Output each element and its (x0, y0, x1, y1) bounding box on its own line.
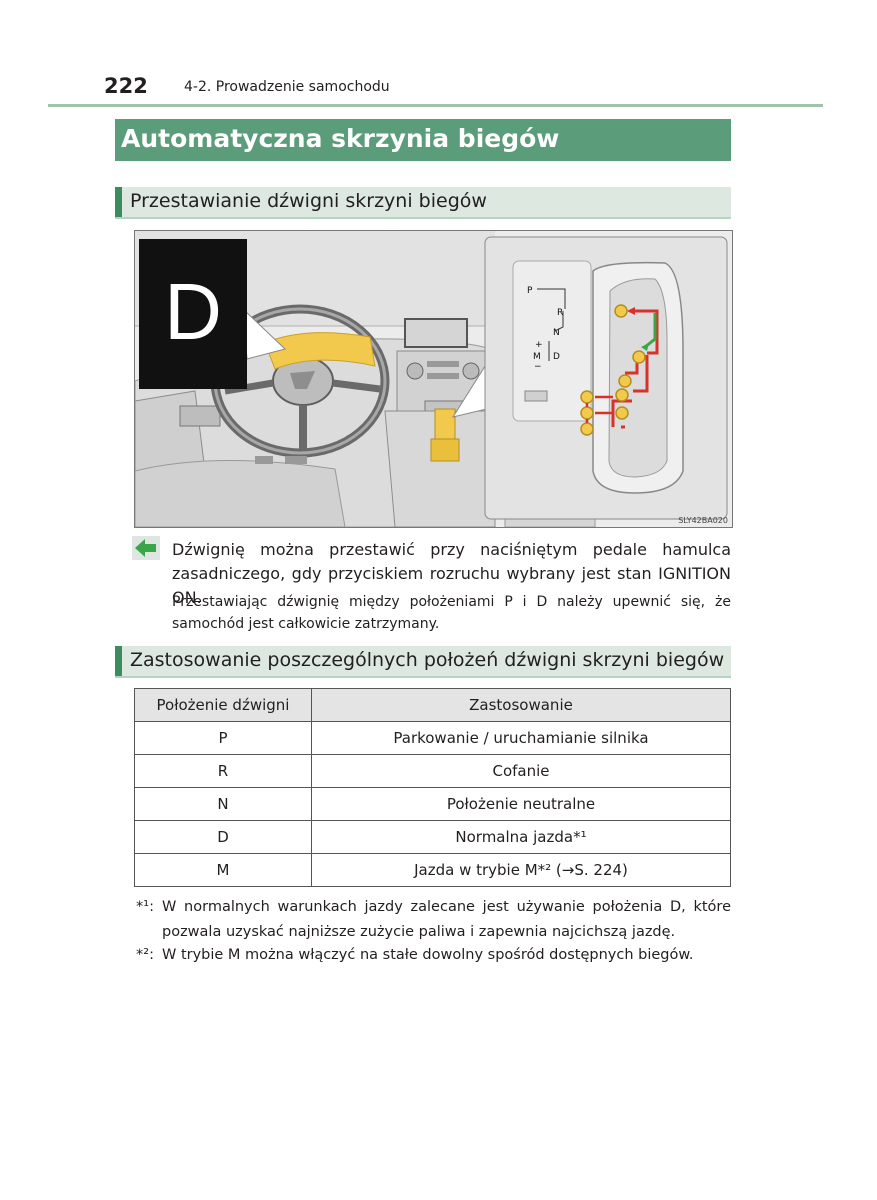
page-title: Automatyczna skrzynia biegów (121, 124, 560, 153)
table-row: N Położenie neutralne (134, 787, 731, 821)
footnote-2: *²: W trybie M można włączyć na stałe do… (136, 943, 731, 968)
section-heading-positions: Zastosowanie poszczególnych położeń dźwi… (115, 646, 731, 678)
svg-text:P: P (527, 286, 533, 296)
position-cell: M (134, 853, 312, 887)
caution-text: Przestawiając dźwignię między położeniam… (172, 594, 731, 632)
table-row: R Cofanie (134, 754, 731, 788)
position-cell: P (134, 721, 312, 755)
use-cell: Położenie neutralne (311, 787, 731, 821)
table-header-row: Położenie dźwigni Zastosowanie (134, 688, 731, 722)
use-cell: Normalna jazda*¹ (311, 820, 731, 854)
footnote-mark: *¹: (136, 899, 154, 915)
shift-lever-figure: D P R N + M − D (134, 230, 733, 528)
section-accent (115, 187, 122, 217)
position-cell: N (134, 787, 312, 821)
zoom-letter: D (164, 267, 222, 356)
figure-code: SLY42BA020 (678, 516, 728, 525)
table-row: P Parkowanie / uruchamianie silnika (134, 721, 731, 755)
use-cell: Parkowanie / uruchamianie silnika (311, 721, 731, 755)
page-number: 222 (104, 74, 148, 98)
svg-text:N: N (553, 328, 560, 338)
chapter-title: 4-2. Prowadzenie samochodu (184, 79, 390, 95)
section-heading-shifting: Przestawianie dźwigni skrzyni biegów (115, 187, 731, 219)
svg-text:−: − (534, 362, 542, 372)
page-header: 222 4-2. Prowadzenie samochodu (48, 74, 823, 107)
footnote-text: W trybie M można włączyć na stałe dowoln… (162, 947, 694, 963)
green-left-arrow-icon (132, 536, 160, 560)
position-cell: D (134, 820, 312, 854)
dashboard-illustration: D P R N + M − D (135, 231, 732, 527)
table-row: D Normalna jazda*¹ (134, 820, 731, 854)
svg-text:D: D (553, 352, 560, 362)
footnote-mark: *²: (136, 947, 154, 963)
svg-text:+: + (535, 340, 543, 350)
footnote-1: *¹: W normalnych warunkach jazdy zalecan… (136, 895, 731, 945)
section-heading-text: Przestawianie dźwigni skrzyni biegów (130, 190, 487, 212)
svg-text:M: M (533, 352, 541, 362)
column-header: Położenie dźwigni (134, 688, 312, 722)
section-heading-text: Zastosowanie poszczególnych położeń dźwi… (130, 649, 725, 671)
section-accent (115, 646, 122, 676)
footnote-text: W normalnych warunkach jazdy zalecane je… (162, 899, 731, 940)
use-cell: Cofanie (311, 754, 731, 788)
column-header: Zastosowanie (311, 688, 731, 722)
gear-positions-table: Położenie dźwigni Zastosowanie P Parkowa… (134, 688, 731, 887)
position-cell: R (134, 754, 312, 788)
use-cell: Jazda w trybie M*² (→S. 224) (311, 853, 731, 887)
note-text: Dźwignię można przestawić przy naciśnięt… (172, 540, 731, 607)
svg-text:R: R (557, 308, 563, 318)
page-title-bar: Automatyczna skrzynia biegów (115, 119, 731, 161)
table-row: M Jazda w trybie M*² (→S. 224) (134, 853, 731, 887)
